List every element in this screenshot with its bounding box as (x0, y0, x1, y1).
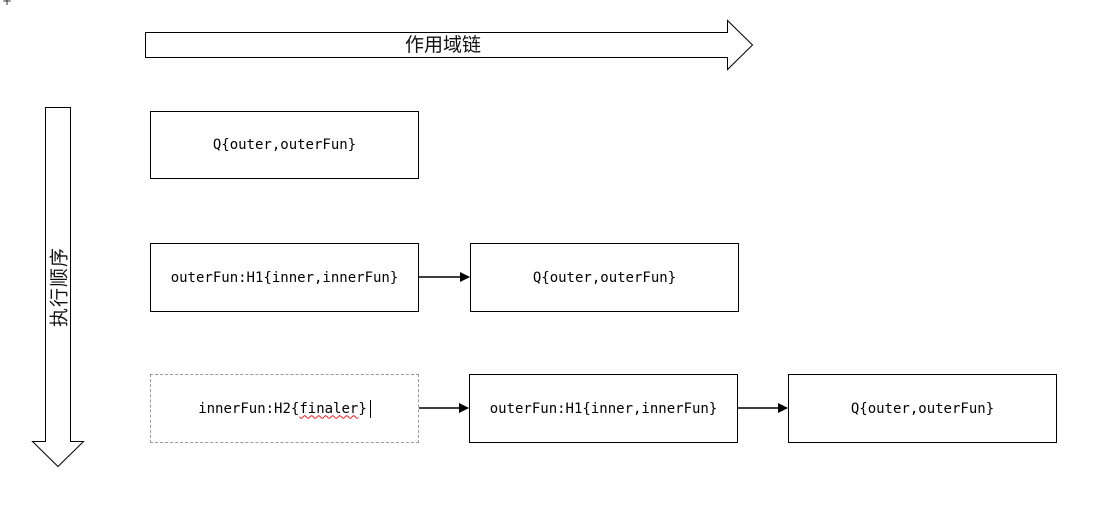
scope-box-text: Q{outer,outerFun} (212, 137, 357, 153)
scope-box-text-suffix: } (358, 400, 367, 417)
text-cursor (369, 399, 371, 418)
scope-chain-arrow (145, 19, 754, 71)
spellcheck-misspelled-word: finaler (299, 400, 359, 417)
scope-box-text: Q{outer,outerFun} (532, 269, 677, 286)
anchor-mark-icon: + (2, 0, 13, 8)
scope-box-text-editing[interactable]: innerFun:H2{finaler} (198, 399, 371, 418)
execution-order-arrow (31, 107, 85, 468)
scope-box-text: outerFun:H1{inner,innerFun} (489, 400, 718, 417)
scope-box-text-prefix: innerFun:H2{ (198, 400, 300, 417)
scope-box-outerfun-row3[interactable]: outerFun:H1{inner,innerFun} (469, 374, 738, 443)
scope-box-q-row1[interactable]: Q{outer,outerFun} (150, 111, 419, 179)
scope-box-text: outerFun:H1{inner,innerFun} (170, 269, 399, 286)
execution-order-label: 执行顺序 (48, 246, 71, 328)
scope-box-q-row3[interactable]: Q{outer,outerFun} (788, 374, 1057, 443)
scope-box-q-row2[interactable]: Q{outer,outerFun} (470, 243, 739, 312)
scope-box-outerfun-row2[interactable]: outerFun:H1{inner,innerFun} (150, 243, 419, 312)
scope-box-innerfun-row3[interactable]: innerFun:H2{finaler} (150, 374, 419, 443)
scope-box-text: Q{outer,outerFun} (850, 400, 995, 417)
scope-chain-label: 作用域链 (405, 34, 482, 56)
